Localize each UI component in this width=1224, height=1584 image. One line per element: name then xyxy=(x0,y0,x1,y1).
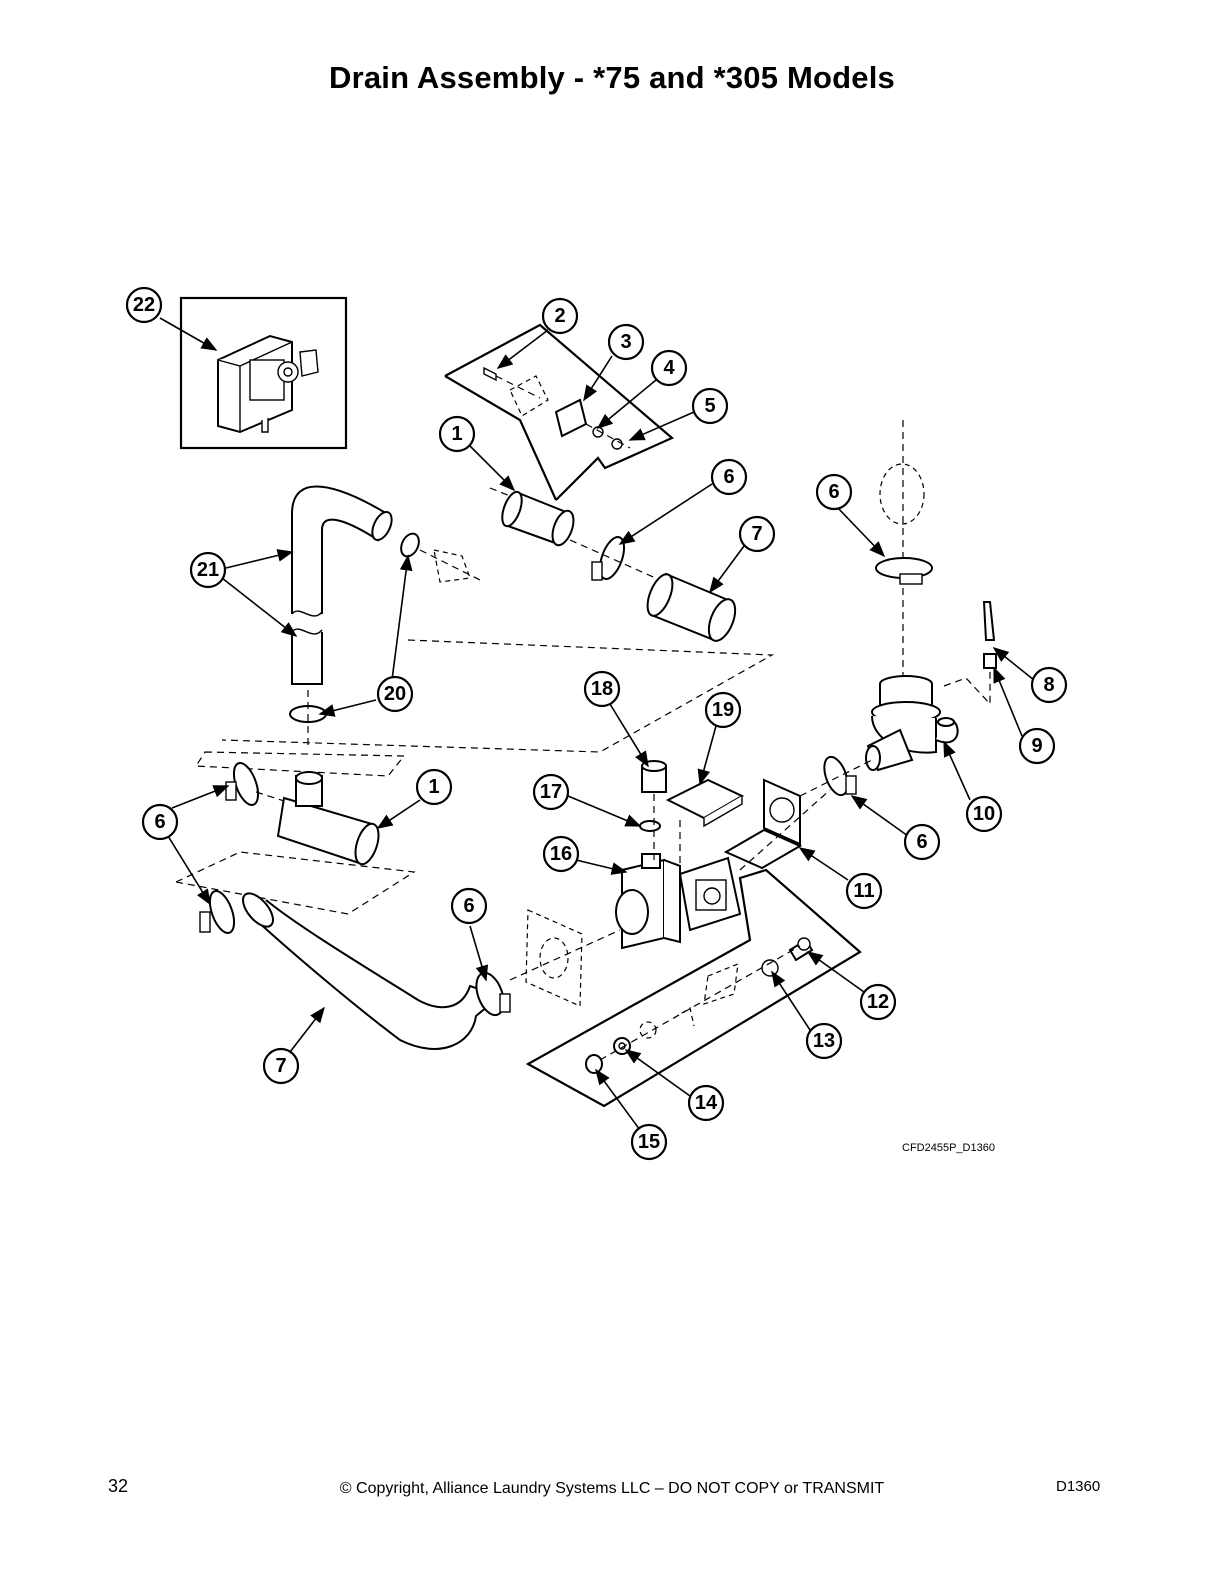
callout-6: 6 xyxy=(450,887,488,925)
svg-text:16: 16 xyxy=(550,843,572,865)
drain-valve xyxy=(615,853,742,950)
hose-clamp xyxy=(225,762,260,806)
valve-bracket xyxy=(723,778,803,870)
hose-clamp xyxy=(823,755,857,797)
callout-16: 16 xyxy=(542,835,580,873)
svg-text:22: 22 xyxy=(133,294,155,316)
svg-text:19: 19 xyxy=(712,699,734,721)
svg-text:1: 1 xyxy=(451,423,462,445)
hose-clamp-right xyxy=(875,463,933,585)
callout-6: 6 xyxy=(141,803,179,841)
callout-6: 6 xyxy=(710,458,748,496)
page-number: 32 xyxy=(108,1476,129,1496)
callout-14: 14 xyxy=(687,1084,725,1122)
svg-text:6: 6 xyxy=(463,895,474,917)
figure-code: CFD2455P_D1360 xyxy=(902,1142,995,1154)
callout-15: 15 xyxy=(630,1123,668,1161)
clamp-20-lower xyxy=(289,690,327,748)
drain-motor-part xyxy=(217,334,319,434)
bracket-hardware xyxy=(483,366,631,450)
vent-tube xyxy=(982,601,997,669)
svg-text:6: 6 xyxy=(916,831,927,853)
svg-text:9: 9 xyxy=(1031,735,1042,757)
callout-6: 6 xyxy=(815,473,853,511)
svg-text:21: 21 xyxy=(197,559,219,581)
svg-text:7: 7 xyxy=(275,1055,286,1077)
svg-text:18: 18 xyxy=(591,678,613,700)
callout-17: 17 xyxy=(532,773,570,811)
svg-text:3: 3 xyxy=(620,331,631,353)
callout-13: 13 xyxy=(805,1022,843,1060)
hose-lower-curved xyxy=(242,892,503,1050)
page-title: Drain Assembly - *75 and *305 Models xyxy=(329,60,895,95)
hose-clamp xyxy=(199,890,236,934)
callout-5: 5 xyxy=(691,387,729,425)
svg-text:4: 4 xyxy=(663,357,675,379)
svg-text:20: 20 xyxy=(384,683,406,705)
svg-text:5: 5 xyxy=(704,395,715,417)
svg-text:11: 11 xyxy=(853,880,874,902)
retaining-ring xyxy=(639,820,661,832)
callout-11: 11 xyxy=(845,872,883,910)
callout-19: 19 xyxy=(704,691,742,729)
svg-text:14: 14 xyxy=(695,1092,718,1114)
inset-box-part-22 xyxy=(179,296,348,450)
clamp-20-upper xyxy=(400,532,481,583)
callout-3: 3 xyxy=(607,323,645,361)
svg-text:1: 1 xyxy=(428,776,439,798)
svg-text:2: 2 xyxy=(554,305,565,327)
hardware-detail-box xyxy=(525,868,862,1108)
callout-18: 18 xyxy=(583,670,621,708)
callout-2: 2 xyxy=(541,297,579,335)
callout-8: 8 xyxy=(1030,666,1068,704)
valve-cap xyxy=(641,760,667,793)
valve-cover xyxy=(665,778,745,828)
callout-9: 9 xyxy=(1018,727,1056,765)
svg-text:10: 10 xyxy=(973,803,995,825)
svg-text:6: 6 xyxy=(154,811,165,833)
callout-4: 4 xyxy=(650,349,688,387)
callout-6: 6 xyxy=(903,823,941,861)
document-code: D1360 xyxy=(1056,1478,1101,1495)
hose-j-tube xyxy=(291,485,393,685)
callout-7: 7 xyxy=(738,515,776,553)
coupling-t xyxy=(255,771,380,866)
bracket-detail-box xyxy=(444,323,675,501)
sump-elbow xyxy=(865,675,959,772)
leader-lines xyxy=(159,317,1035,1131)
callout-1: 1 xyxy=(415,768,453,806)
svg-text:13: 13 xyxy=(813,1030,835,1052)
callout-22: 22 xyxy=(125,286,163,324)
callout-20: 20 xyxy=(376,675,414,713)
hardware-parts xyxy=(585,937,814,1074)
svg-text:15: 15 xyxy=(638,1131,660,1153)
callout-10: 10 xyxy=(965,795,1003,833)
svg-text:12: 12 xyxy=(867,991,889,1013)
svg-text:6: 6 xyxy=(723,466,734,488)
svg-text:7: 7 xyxy=(751,523,762,545)
svg-text:8: 8 xyxy=(1043,674,1054,696)
copyright-notice: © Copyright, Alliance Laundry Systems LL… xyxy=(339,1480,885,1497)
hose-clamp xyxy=(475,971,511,1017)
svg-text:17: 17 xyxy=(540,781,562,803)
callout-12: 12 xyxy=(859,983,897,1021)
svg-text:6: 6 xyxy=(828,481,839,503)
callout-1: 1 xyxy=(438,415,476,453)
callout-7: 7 xyxy=(262,1047,300,1085)
callout-21: 21 xyxy=(189,551,227,589)
hose-upper xyxy=(569,539,737,642)
coupling-upper xyxy=(489,487,575,547)
